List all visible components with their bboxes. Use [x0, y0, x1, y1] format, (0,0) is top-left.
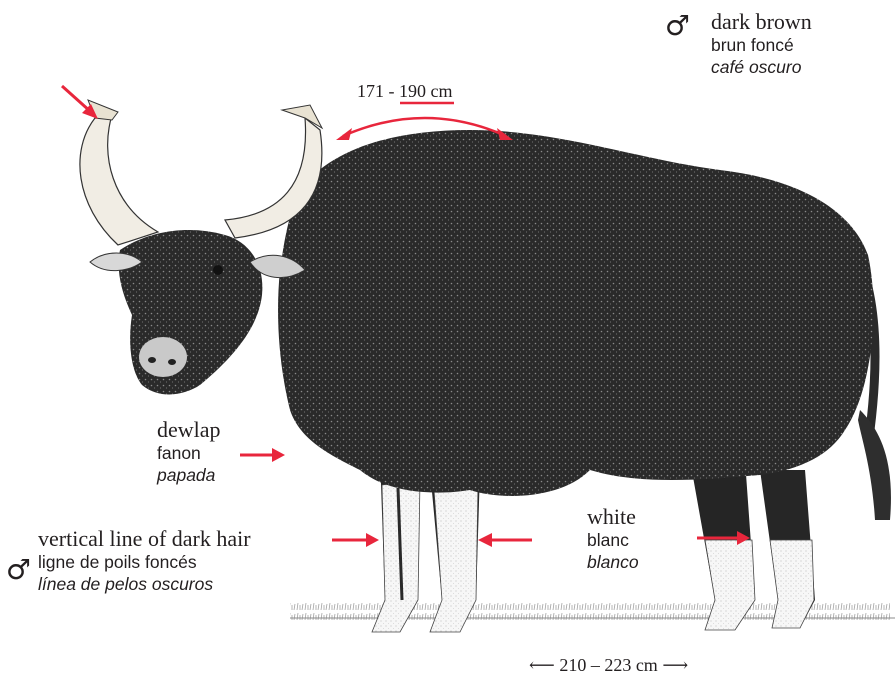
dewlap-pointer — [240, 448, 285, 462]
body-length-value: 210 – 223 cm — [559, 655, 658, 675]
coat-label-en: dark brown — [711, 10, 812, 34]
head — [90, 230, 305, 394]
legs-label: white blanc blanco — [587, 505, 639, 573]
coat-label-es: café oscuro — [711, 56, 812, 78]
hair-line-label-en: vertical line of dark hair — [38, 527, 251, 551]
hair-line-pointer — [332, 533, 379, 547]
hair-line-label-fr: ligne de poils foncés — [38, 551, 251, 573]
inner-leg-pointer — [478, 533, 532, 547]
hair-line-label-es: línea de pelos oscuros — [38, 573, 251, 595]
hair-line-label: vertical line of dark hair ligne de poil… — [38, 527, 251, 595]
legs-label-es: blanco — [587, 551, 639, 573]
left-arrow-icon: ⟵ — [529, 655, 559, 675]
male-symbol-coat: ♂ — [665, 12, 690, 40]
horns — [80, 100, 322, 245]
coat-label: dark brown brun foncé café oscuro — [711, 10, 812, 78]
legs-label-en: white — [587, 505, 639, 529]
dewlap-label-fr: fanon — [157, 442, 221, 464]
male-symbol-hair: ♂ — [6, 556, 31, 584]
body — [278, 130, 873, 496]
dewlap-label-en: dewlap — [157, 418, 221, 442]
legs-label-fr: blanc — [587, 529, 639, 551]
body-length-label: ⟵ 210 – 223 cm ⟶ — [529, 655, 688, 675]
dewlap-label: dewlap fanon papada — [157, 418, 221, 486]
right-arrow-icon: ⟶ — [658, 655, 688, 675]
dewlap-label-es: papada — [157, 464, 221, 486]
shoulder-height-label: 171 - 190 cm — [357, 81, 452, 101]
coat-label-fr: brun foncé — [711, 34, 812, 56]
